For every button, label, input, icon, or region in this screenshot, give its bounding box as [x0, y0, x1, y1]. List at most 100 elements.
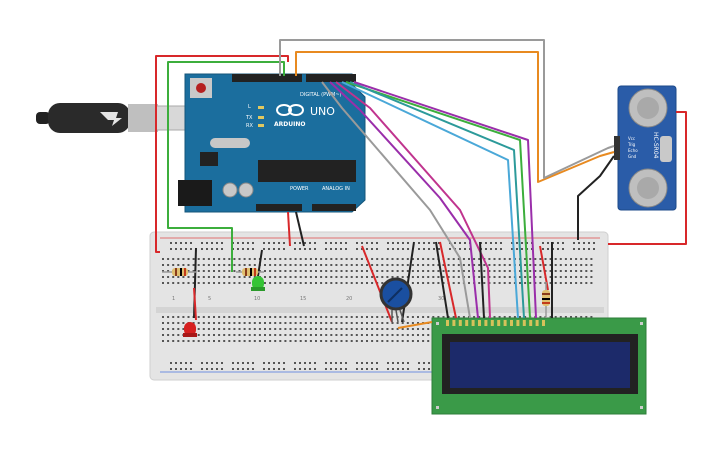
breadboard-hole	[223, 322, 226, 324]
breadboard-hole	[237, 242, 239, 244]
breadboard-hole	[411, 340, 414, 342]
breadboard-hole	[314, 248, 316, 250]
breadboard-hole	[325, 316, 328, 318]
breadboard-hole	[309, 340, 312, 342]
breadboard-hole	[162, 334, 164, 336]
breadboard-hole	[503, 264, 506, 266]
breadboard-hole	[304, 270, 307, 272]
breadboard-hole	[524, 316, 527, 318]
breadboard-hole	[381, 328, 384, 330]
breadboard-hole	[544, 258, 547, 260]
breadboard-hole	[583, 242, 585, 244]
breadboard-hole	[325, 322, 328, 324]
breadboard-hole	[381, 282, 384, 284]
breadboard-hole	[211, 242, 213, 244]
breadboard-hole	[340, 368, 342, 370]
breadboard-hole	[402, 242, 404, 244]
breadboard-hole	[228, 258, 231, 260]
breadboard-hole	[564, 282, 567, 284]
breadboard-hole	[289, 328, 292, 330]
column-number: 5	[208, 296, 211, 302]
breadboard-hole	[433, 242, 435, 244]
breadboard-hole	[325, 276, 328, 278]
breadboard-hole	[299, 334, 302, 336]
breadboard-hole	[376, 276, 379, 278]
breadboard-hole	[411, 276, 414, 278]
breadboard-hole	[478, 258, 481, 260]
breadboard-hole	[345, 258, 348, 260]
breadboard-hole	[468, 264, 470, 266]
breadboard-hole	[315, 322, 317, 324]
breadboard-hole	[248, 264, 251, 266]
breadboard-hole	[516, 242, 518, 244]
wire-red-5v	[155, 55, 289, 253]
breadboard-hole	[355, 340, 358, 342]
breadboard-hole	[172, 316, 175, 318]
breadboard-hole	[406, 270, 409, 272]
breadboard-hole	[529, 258, 532, 260]
breadboard-hole	[309, 264, 312, 266]
breadboard-hole	[187, 340, 190, 342]
breadboard-hole	[493, 276, 496, 278]
breadboard-hole	[345, 282, 348, 284]
breadboard-hole	[162, 264, 164, 266]
breadboard-hole	[330, 270, 333, 272]
breadboard-hole	[314, 362, 316, 364]
led-green	[251, 276, 265, 291]
breadboard-hole	[315, 282, 317, 284]
breadboard-hole	[422, 340, 425, 342]
breadboard-hole	[213, 328, 215, 330]
breadboard-hole	[564, 264, 567, 266]
breadboard-hole	[488, 270, 491, 272]
wire-orange-contrast	[397, 321, 433, 329]
breadboard-hole	[549, 270, 552, 272]
breadboard-hole	[417, 264, 419, 266]
breadboard-hole	[387, 362, 389, 364]
breadboard-hole	[335, 368, 337, 370]
breadboard-hole	[289, 316, 292, 318]
breadboard-hole	[498, 264, 501, 266]
breadboard-hole	[524, 264, 527, 266]
breadboard-hole	[258, 270, 261, 272]
breadboard-hole	[216, 362, 218, 364]
breadboard-hole	[562, 248, 564, 250]
breadboard-hole	[508, 258, 511, 260]
breadboard-hole	[534, 258, 537, 260]
breadboard-hole	[192, 276, 195, 278]
led-red	[183, 322, 197, 337]
breadboard-hole	[371, 276, 374, 278]
breadboard-hole	[427, 276, 430, 278]
breadboard-hole	[216, 248, 218, 250]
breadboard-hole	[386, 328, 389, 330]
breadboard-hole	[253, 264, 256, 266]
breadboard-hole	[411, 322, 414, 324]
breadboard-hole	[570, 270, 572, 272]
breadboard-hole	[423, 248, 425, 250]
lcd-display	[431, 317, 647, 415]
breadboard-hole	[264, 334, 266, 336]
breadboard-hole	[437, 270, 440, 272]
breadboard-hole	[216, 368, 218, 370]
breadboard-hole	[289, 340, 292, 342]
breadboard-hole	[366, 282, 368, 284]
breadboard-hole	[320, 334, 323, 336]
breadboard-hole	[207, 264, 210, 266]
breadboard-hole	[264, 340, 266, 342]
breadboard-hole	[539, 270, 542, 272]
breadboard-hole	[493, 264, 496, 266]
breadboard-hole	[544, 264, 547, 266]
breadboard-hole	[289, 270, 292, 272]
breadboard-hole	[218, 270, 221, 272]
breadboard-hole	[485, 248, 487, 250]
breadboard-hole	[218, 316, 221, 318]
breadboard-hole	[233, 334, 236, 336]
breadboard-hole	[350, 270, 353, 272]
lcd-pin	[497, 320, 501, 326]
breadboard-hole	[366, 248, 368, 250]
breadboard-hole	[417, 258, 419, 260]
breadboard-hole	[427, 270, 430, 272]
breadboard-hole	[325, 248, 327, 250]
lcd-pin-header	[446, 320, 545, 326]
breadboard-hole	[330, 340, 333, 342]
lcd-pin	[516, 320, 520, 326]
